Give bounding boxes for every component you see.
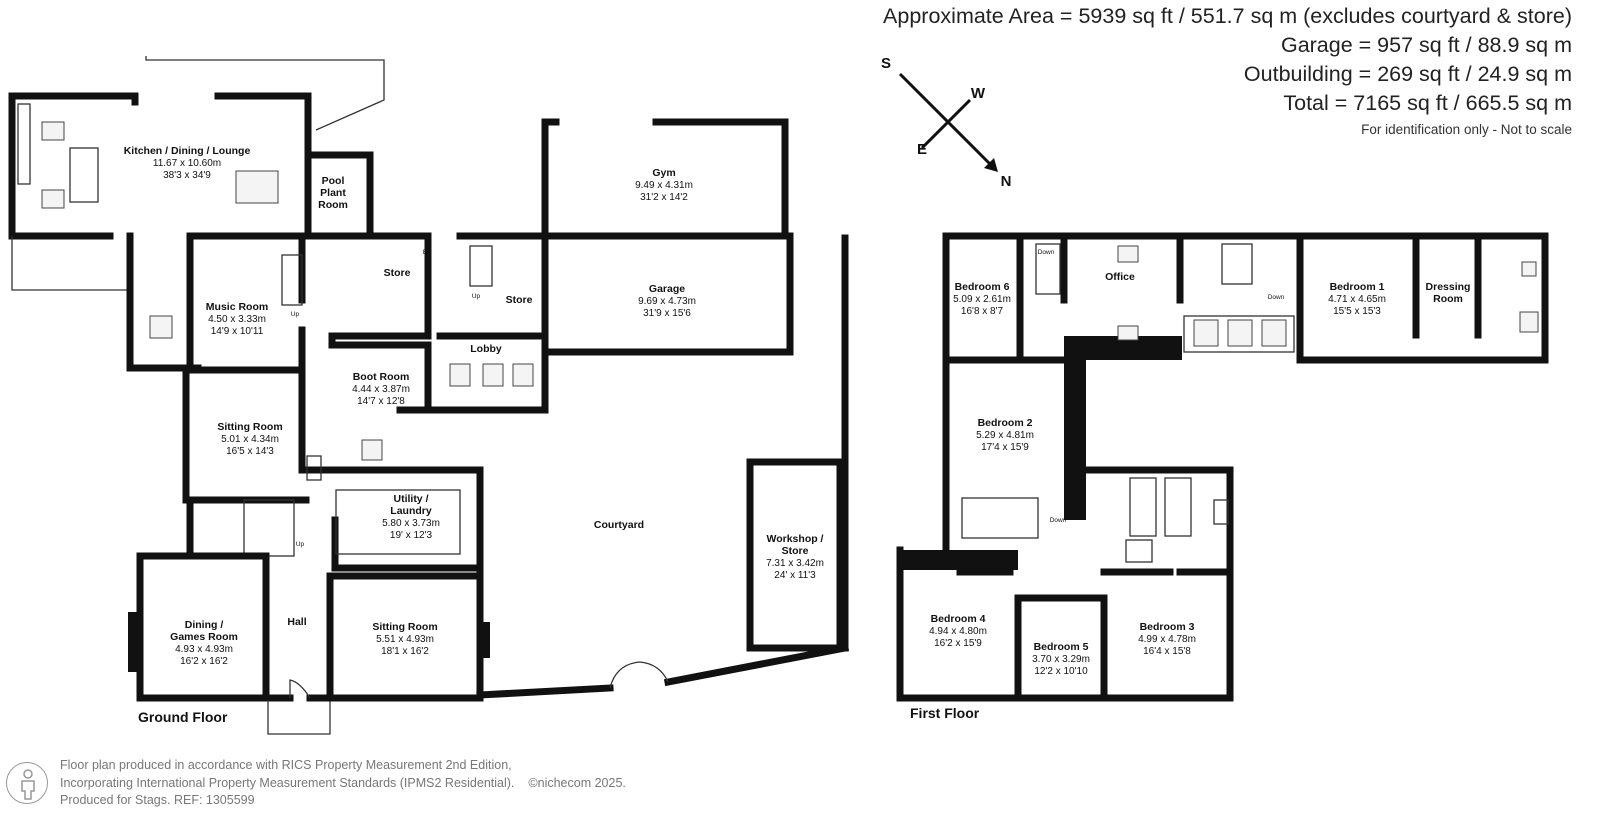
stair-up-1: Up — [291, 311, 300, 318]
gym-name: Gym — [652, 167, 675, 179]
first-floor-title: First Floor — [910, 705, 980, 721]
compass-s: S — [881, 55, 891, 72]
area-summary: Approximate Area = 5939 sq ft / 551.7 sq… — [883, 2, 1572, 137]
bedroom4-imperial: 16'2 x 15'9 — [934, 638, 982, 649]
utility-imperial: 19' x 12'3 — [390, 530, 433, 541]
first-floor-plan — [896, 232, 1549, 702]
dining-line2: Games Room — [170, 631, 238, 643]
courtyard-name: Courtyard — [594, 519, 644, 531]
pool-plant-line2: Plant — [320, 187, 346, 199]
boiler-mark: B — [423, 249, 427, 256]
kitchen-name: Kitchen / Dining / Lounge — [124, 145, 251, 157]
outbuilding-area: Outbuilding = 269 sq ft / 24.9 sq m — [1243, 62, 1572, 86]
lobby-name: Lobby — [470, 343, 502, 355]
bedroom4-name: Bedroom 4 — [931, 613, 986, 625]
store1-name: Store — [384, 267, 411, 279]
bedroom6-imperial: 16'8 x 8'7 — [961, 306, 1004, 317]
bedroom5-imperial: 12'2 x 10'10 — [1034, 666, 1088, 677]
ground-floor-title: Ground Floor — [138, 709, 228, 725]
footer-line2-row: Incorporating International Property Mea… — [60, 775, 626, 793]
boot-imperial: 14'7 x 12'8 — [357, 396, 405, 407]
footer-line2: Incorporating International Property Mea… — [60, 775, 515, 790]
bedroom2-name: Bedroom 2 — [978, 417, 1033, 429]
utility-line2: Laundry — [390, 505, 432, 517]
garage-imperial: 31'9 x 15'6 — [643, 308, 691, 319]
ground-floor-plan — [8, 56, 850, 735]
kitchen-metric: 11.67 x 10.60m — [153, 158, 221, 169]
measurement-person-icon — [6, 762, 48, 804]
bedroom4-metric: 4.94 x 4.80m — [929, 626, 987, 637]
brand-credit: ©nichecom 2025. — [528, 775, 626, 790]
compass-n: N — [1001, 173, 1012, 190]
dining-metric: 4.93 x 4.93m — [175, 644, 233, 655]
stair-down-3: Down — [1050, 517, 1067, 524]
stair-down-2: Down — [1268, 294, 1285, 301]
gym-metric: 9.49 x 4.31m — [635, 180, 693, 191]
bedroom1-metric: 4.71 x 4.65m — [1328, 294, 1386, 305]
dressing-line1: Dressing — [1426, 281, 1471, 293]
identification-note: For identification only - Not to scale — [1361, 122, 1572, 137]
utility-metric: 5.80 x 3.73m — [382, 518, 440, 529]
footer: Floor plan produced in accordance with R… — [60, 757, 626, 810]
kitchen-imperial: 38'3 x 34'9 — [163, 170, 211, 181]
workshop-line1: Workshop / — [767, 533, 824, 545]
bedroom2-imperial: 17'4 x 15'9 — [981, 442, 1029, 453]
garage-metric: 9.69 x 4.73m — [638, 296, 696, 307]
workshop-metric: 7.31 x 3.42m — [766, 558, 824, 569]
footer-line3: Produced for Stags. REF: 1305599 — [60, 793, 255, 807]
approximate-area: Approximate Area = 5939 sq ft / 551.7 sq… — [883, 4, 1572, 28]
bedroom6-name: Bedroom 6 — [955, 281, 1010, 293]
music-imperial: 14'9 x 10'11 — [211, 326, 264, 337]
sitting2-imperial: 18'1 x 16'2 — [381, 646, 429, 657]
bedroom2-metric: 5.29 x 4.81m — [976, 430, 1034, 441]
sitting1-metric: 5.01 x 4.34m — [221, 434, 279, 445]
compass-e: E — [917, 141, 927, 158]
bedroom1-imperial: 15'5 x 15'3 — [1333, 306, 1381, 317]
first-floor-labels: Bedroom 6 5.09 x 2.61m 16'8 x 8'7 Office… — [910, 249, 1470, 721]
bedroom3-imperial: 16'4 x 15'8 — [1143, 646, 1191, 657]
hall-name: Hall — [287, 616, 306, 628]
garage-name: Garage — [649, 283, 685, 295]
dining-imperial: 16'2 x 16'2 — [180, 656, 228, 667]
dressing-line2: Room — [1433, 293, 1463, 305]
gym-imperial: 31'2 x 14'2 — [640, 192, 688, 203]
bedroom5-metric: 3.70 x 3.29m — [1032, 654, 1090, 665]
sitting2-metric: 5.51 x 4.93m — [376, 634, 434, 645]
office-name: Office — [1105, 271, 1135, 283]
bedroom5-name: Bedroom 5 — [1034, 641, 1089, 653]
sitting1-name: Sitting Room — [217, 421, 282, 433]
music-name: Music Room — [206, 301, 268, 313]
stair-down-1: Down — [1038, 249, 1055, 256]
store2-name: Store — [506, 294, 533, 306]
footer-line1: Floor plan produced in accordance with R… — [60, 758, 512, 772]
bedroom3-metric: 4.99 x 4.78m — [1138, 634, 1196, 645]
ground-floor-labels: Kitchen / Dining / Lounge 11.67 x 10.60m… — [124, 145, 824, 725]
music-metric: 4.50 x 3.33m — [208, 314, 266, 325]
sitting1-imperial: 16'5 x 14'3 — [226, 446, 274, 457]
bedroom6-metric: 5.09 x 2.61m — [953, 294, 1011, 305]
compass: S W E N — [881, 55, 1011, 190]
total-area: Total = 7165 sq ft / 665.5 sq m — [1283, 91, 1572, 115]
boot-metric: 4.44 x 3.87m — [352, 384, 410, 395]
workshop-line2: Store — [782, 545, 809, 557]
bedroom3-name: Bedroom 3 — [1140, 621, 1195, 633]
boot-name: Boot Room — [353, 371, 410, 383]
garage-area: Garage = 957 sq ft / 88.9 sq m — [1280, 33, 1572, 57]
compass-w: W — [971, 85, 986, 102]
pool-plant-line1: Pool — [322, 175, 345, 187]
dining-line1: Dining / — [185, 619, 224, 631]
utility-line1: Utility / — [393, 493, 428, 505]
workshop-imperial: 24' x 11'3 — [774, 570, 816, 581]
pool-plant-line3: Room — [318, 199, 348, 211]
stair-up-2: Up — [472, 293, 481, 300]
bedroom1-name: Bedroom 1 — [1330, 281, 1385, 293]
stair-up-3: Up — [296, 541, 305, 548]
sitting2-name: Sitting Room — [372, 621, 437, 633]
